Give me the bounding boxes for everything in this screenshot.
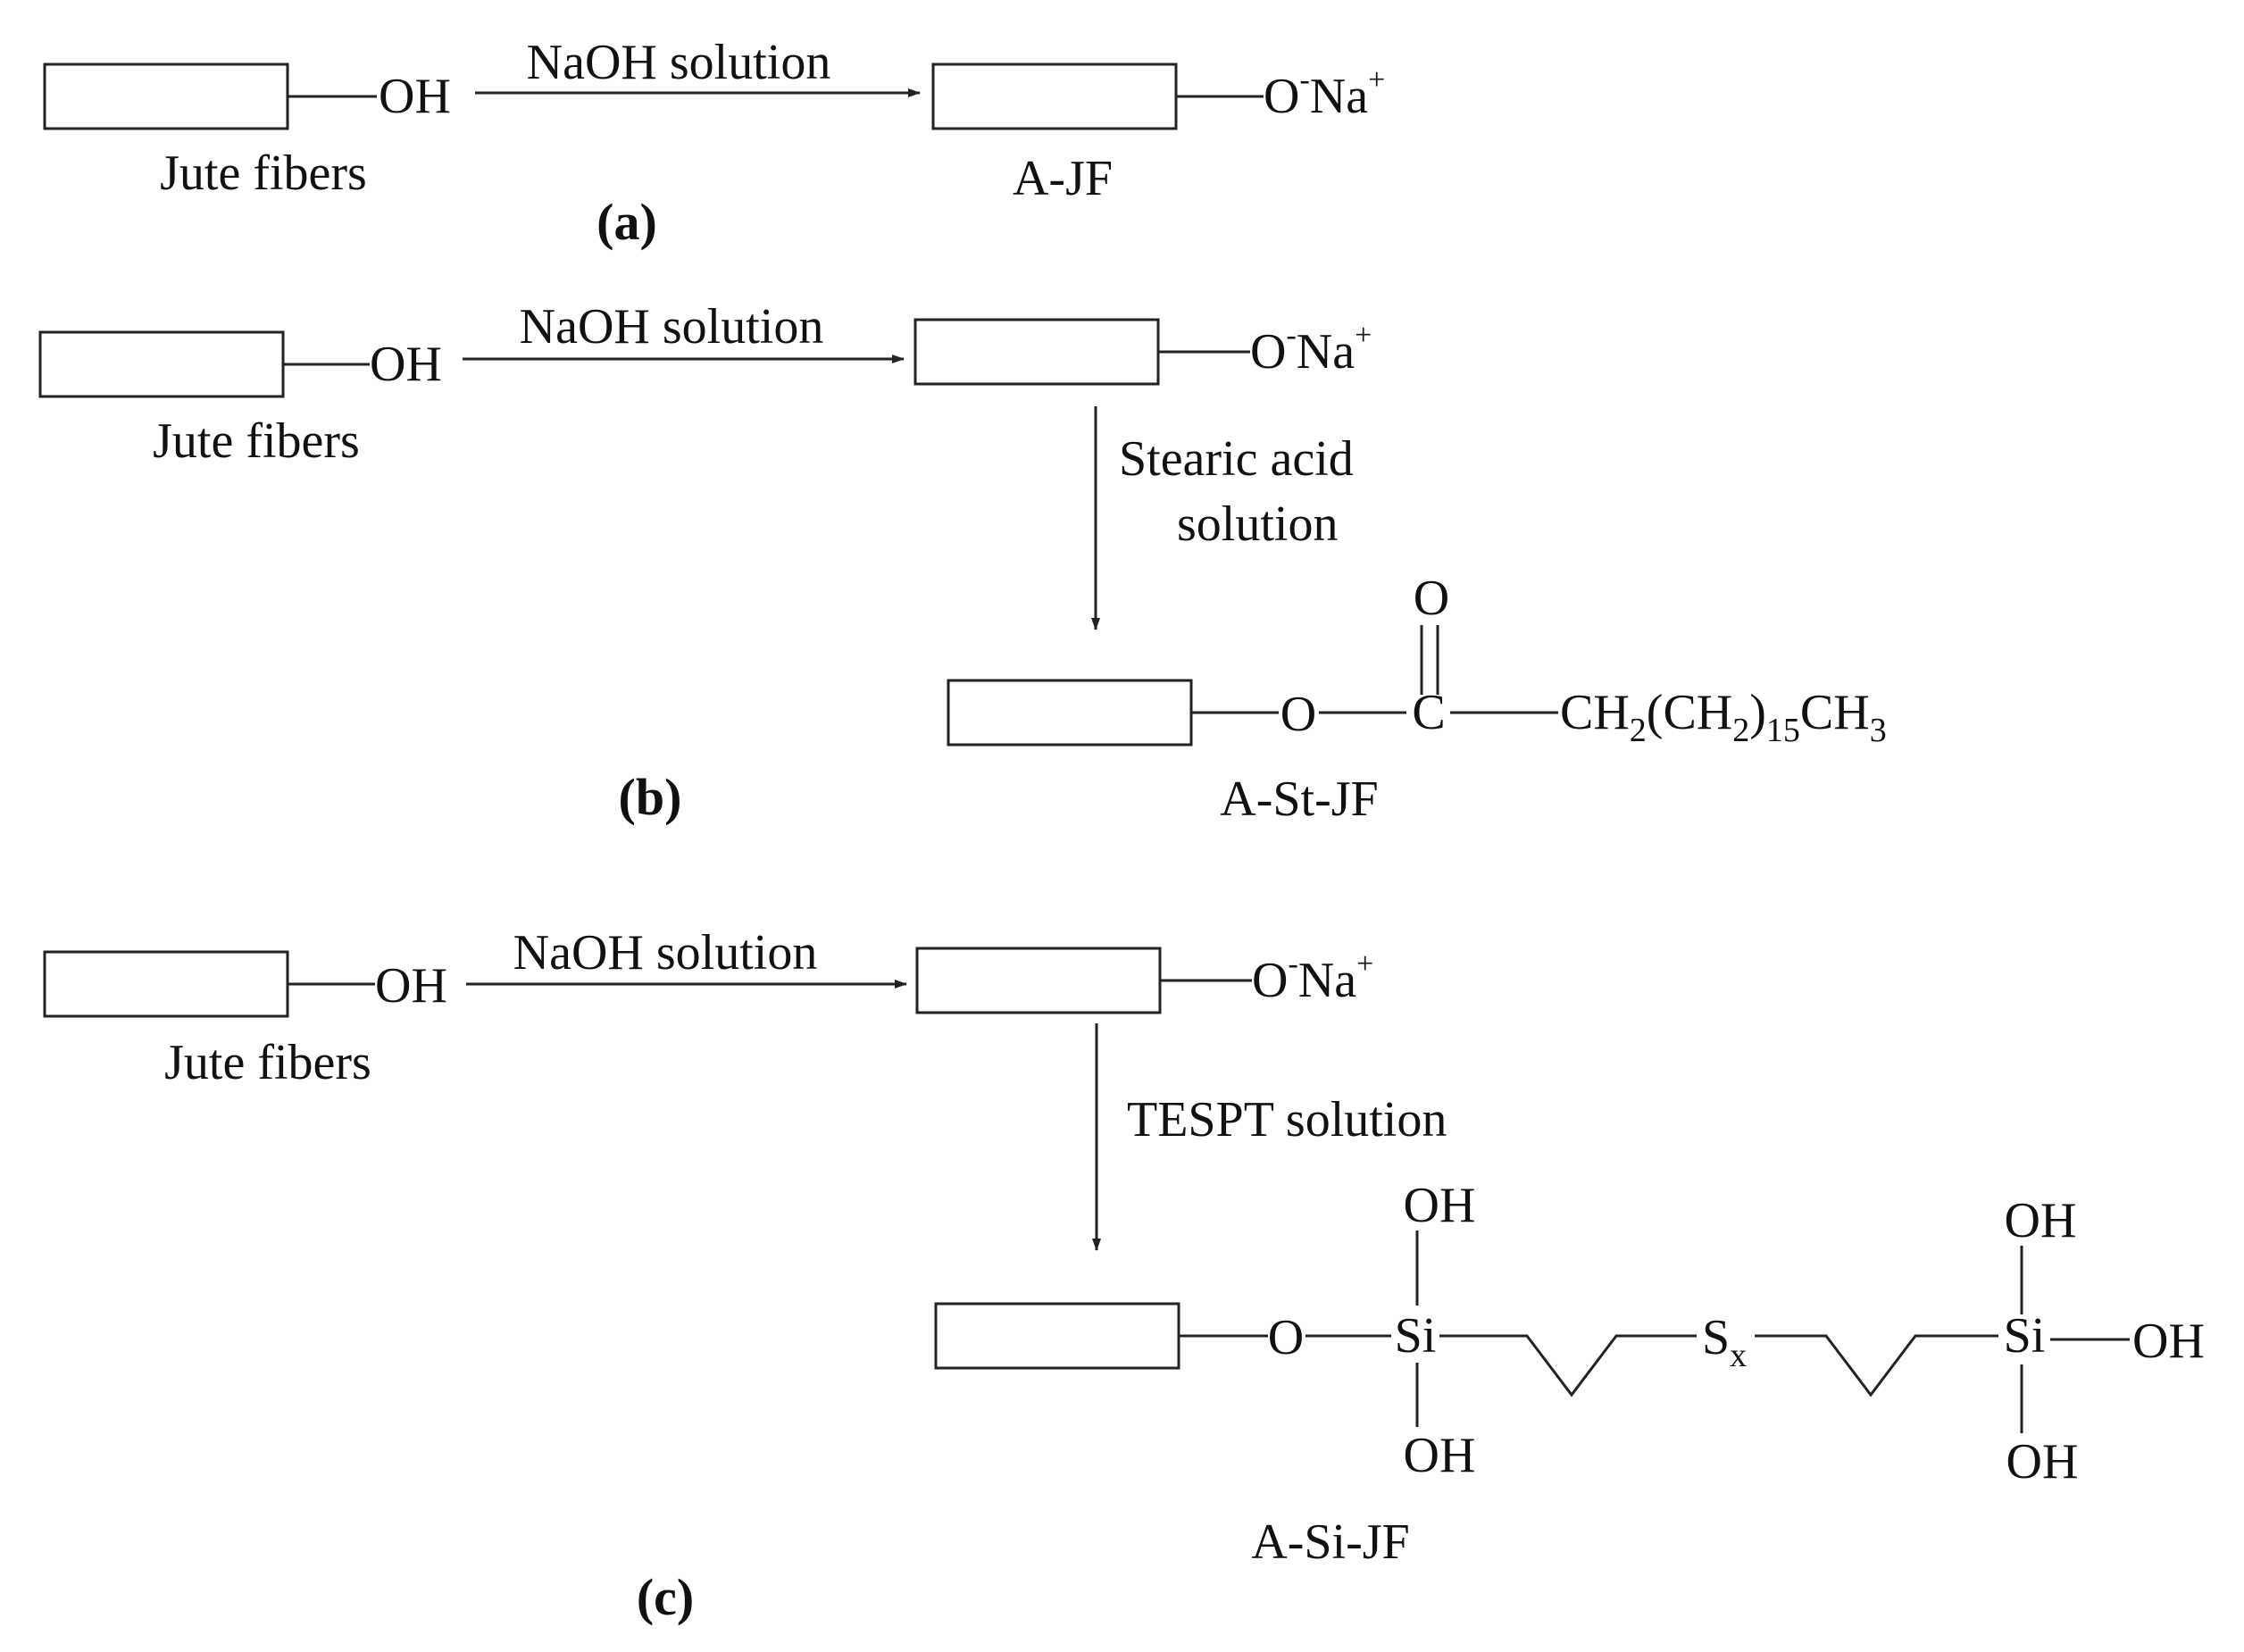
silicon-left-top-hydroxyl: OH: [1404, 1178, 1476, 1233]
silane-fiber-box: [934, 1302, 1180, 1370]
silicon-right-top-hydroxyl: OH: [2005, 1193, 2077, 1248]
silicon-left-bottom-hydroxyl: OH: [1404, 1428, 1476, 1483]
reactant-label: Jute fibers: [160, 146, 367, 201]
reagent-label-line-2: solution: [1177, 496, 1338, 552]
panel-b: OH Jute fibers NaOH solution O-Na+ Stear…: [38, 299, 1887, 827]
alkali-fiber-box: [913, 318, 1160, 386]
panel-label: (b): [619, 768, 682, 826]
silicon-left: Si: [1395, 1308, 1437, 1364]
jute-fiber-box: [38, 330, 285, 398]
silicon-right-bottom-hydroxyl: OH: [2006, 1434, 2079, 1489]
reagent-label-2: TESPT solution: [1127, 1092, 1447, 1147]
jute-fiber-box: [43, 63, 289, 130]
alkali-fiber-box: [915, 947, 1162, 1014]
phenoxide-group: O-Na+: [1264, 63, 1385, 124]
panel-c: OH Jute fibers NaOH solution O-Na+ TESPT…: [43, 925, 2205, 1626]
reactant-hydroxyl: OH: [370, 337, 442, 392]
silicon-right: Si: [2004, 1308, 2046, 1364]
reactant-hydroxyl: OH: [375, 958, 447, 1014]
reagent-label: NaOH solution: [513, 925, 818, 980]
alkali-fiber-box: [931, 63, 1178, 130]
reagent-label-line-1: Stearic acid: [1119, 431, 1354, 487]
ester-oxygen: O: [1280, 687, 1316, 742]
link-oxygen: O: [1268, 1310, 1304, 1365]
propyl-chain-right: [1755, 1334, 1998, 1398]
reactant-label: Jute fibers: [164, 1035, 371, 1090]
product-label: A-JF: [1013, 151, 1113, 206]
reactant-hydroxyl: OH: [379, 69, 451, 124]
jute-fiber-box: [43, 950, 289, 1018]
panel-label: (a): [596, 193, 657, 251]
reagent-label: NaOH solution: [527, 35, 831, 90]
alkyl-chain: CH2(CH2)15CH3: [1560, 685, 1887, 749]
product-label: A-Si-JF: [1251, 1514, 1409, 1570]
reactant-label: Jute fibers: [153, 413, 360, 469]
polysulfide: Sx: [1702, 1310, 1747, 1374]
carbonyl-carbon: C: [1412, 685, 1445, 740]
reagent-label: NaOH solution: [520, 299, 824, 355]
propyl-chain-left: [1439, 1334, 1697, 1398]
phenoxide-group: O-Na+: [1252, 947, 1373, 1008]
stearate-fiber-box: [947, 679, 1193, 747]
product-label: A-St-JF: [1220, 772, 1378, 827]
phenoxide-group: O-Na+: [1250, 319, 1372, 380]
panel-label: (c): [637, 1568, 694, 1626]
panel-a: OH Jute fibers NaOH solution O-Na+ A-JF …: [43, 35, 1385, 251]
carbonyl-oxygen: O: [1414, 571, 1449, 626]
silicon-right-side-hydroxyl: OH: [2132, 1314, 2205, 1369]
